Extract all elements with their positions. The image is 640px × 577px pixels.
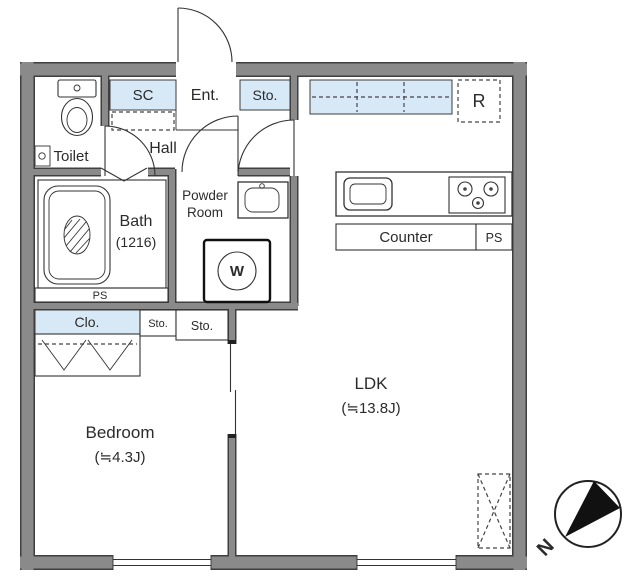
compass-needle — [565, 481, 620, 537]
ldk-door-arc — [237, 119, 295, 177]
label-powder-line1: Powder — [182, 188, 228, 203]
shoe-shelf-dashed — [111, 111, 175, 131]
label-bedroom: Bedroom — [86, 423, 155, 442]
label-hall-storage: Sto. — [253, 87, 278, 103]
label-powder-line2: Room — [187, 205, 223, 220]
kitchen-cabinet-box — [309, 79, 453, 115]
bath-room-frame — [37, 179, 167, 289]
entrance-door-arc — [177, 7, 233, 63]
label-counter: Counter — [379, 229, 432, 246]
shoe-closet-box — [109, 79, 177, 111]
label-refrigerator: R — [473, 91, 486, 111]
kitchen-sink — [343, 177, 393, 211]
hand-wash-basin — [34, 145, 51, 167]
toilet-fixture — [57, 79, 97, 137]
label-toilet: Toilet — [53, 148, 89, 165]
label-bedroom-size: (≒4.3J) — [95, 449, 146, 466]
label-hall: Hall — [149, 140, 177, 157]
washing-machine — [202, 238, 272, 304]
powder-room-door-arc — [181, 115, 239, 173]
label-storage-1: Sto. — [148, 318, 168, 330]
label-storage-2: Sto. — [191, 319, 213, 333]
storage-box-1 — [139, 309, 177, 337]
toilet-door-arc — [104, 125, 156, 177]
kitchen-stove — [448, 176, 506, 214]
label-compass-north: N — [533, 535, 559, 561]
label-ldk-size: (≒13.8J) — [341, 400, 400, 417]
label-ldk: LDK — [354, 374, 388, 393]
compass — [554, 480, 622, 548]
label-shoe-closet: SC — [133, 87, 154, 104]
label-washer: W — [230, 263, 245, 280]
label-bath: Bath — [120, 213, 153, 230]
label-pipe-space-bath: PS — [93, 290, 108, 302]
storage-box-2 — [175, 309, 229, 341]
wall-fills — [20, 62, 527, 570]
label-pipe-space-kitchen: PS — [486, 231, 503, 245]
closet-hanger-unit — [34, 333, 141, 377]
bedroom-sliding-door — [228, 340, 237, 438]
powder-basin — [237, 181, 289, 219]
label-entrance: Ent. — [191, 87, 219, 104]
pipe-space-box-kitchen — [475, 223, 513, 251]
bathtub — [43, 185, 111, 285]
label-bath-size: (1216) — [116, 234, 156, 250]
hall-storage-box — [239, 79, 291, 111]
bath-folding-door — [100, 167, 148, 182]
closet-box — [34, 309, 141, 335]
label-closet: Clo. — [75, 314, 100, 330]
window-bedroom — [112, 555, 212, 570]
entrance-step-line — [175, 110, 238, 131]
refrigerator-space-box — [457, 79, 501, 123]
counter-bar — [335, 223, 477, 251]
window-ldk — [356, 555, 457, 570]
service-space-dashed — [477, 473, 511, 549]
kitchen-counter-unit — [335, 171, 513, 217]
